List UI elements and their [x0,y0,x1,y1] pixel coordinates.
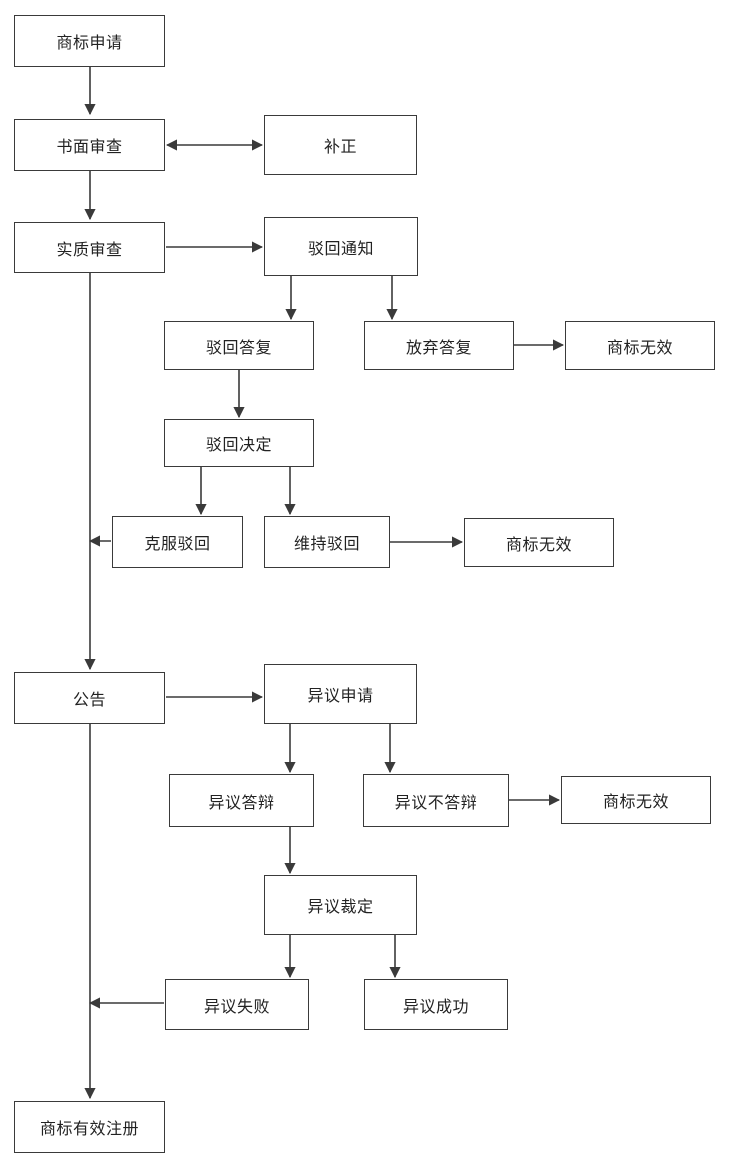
node-substantive-examination: 实质审查 [14,222,165,273]
node-opposition-succeeded: 异议成功 [364,979,508,1030]
node-opposition-failed: 异议失败 [165,979,309,1030]
node-trademark-invalid-3: 商标无效 [561,776,711,824]
node-opposition-defense: 异议答辩 [169,774,314,827]
node-trademark-invalid-1: 商标无效 [565,321,715,370]
node-rejection-notice: 驳回通知 [264,217,418,276]
node-maintain-rejection: 维持驳回 [264,516,390,568]
node-opposition-no-defense: 异议不答辩 [363,774,509,827]
node-rejection-reply: 驳回答复 [164,321,314,370]
node-effective-registration: 商标有效注册 [14,1101,165,1153]
node-formal-examination: 书面审查 [14,119,165,171]
node-correction: 补正 [264,115,417,175]
node-rejection-decision: 驳回决定 [164,419,314,467]
node-trademark-invalid-2: 商标无效 [464,518,614,567]
node-trademark-application: 商标申请 [14,15,165,67]
node-opposition-ruling: 异议裁定 [264,875,417,935]
node-opposition-application: 异议申请 [264,664,417,724]
node-announcement: 公告 [14,672,165,724]
node-abandon-reply: 放弃答复 [364,321,514,370]
node-overcome-rejection: 克服驳回 [112,516,243,568]
